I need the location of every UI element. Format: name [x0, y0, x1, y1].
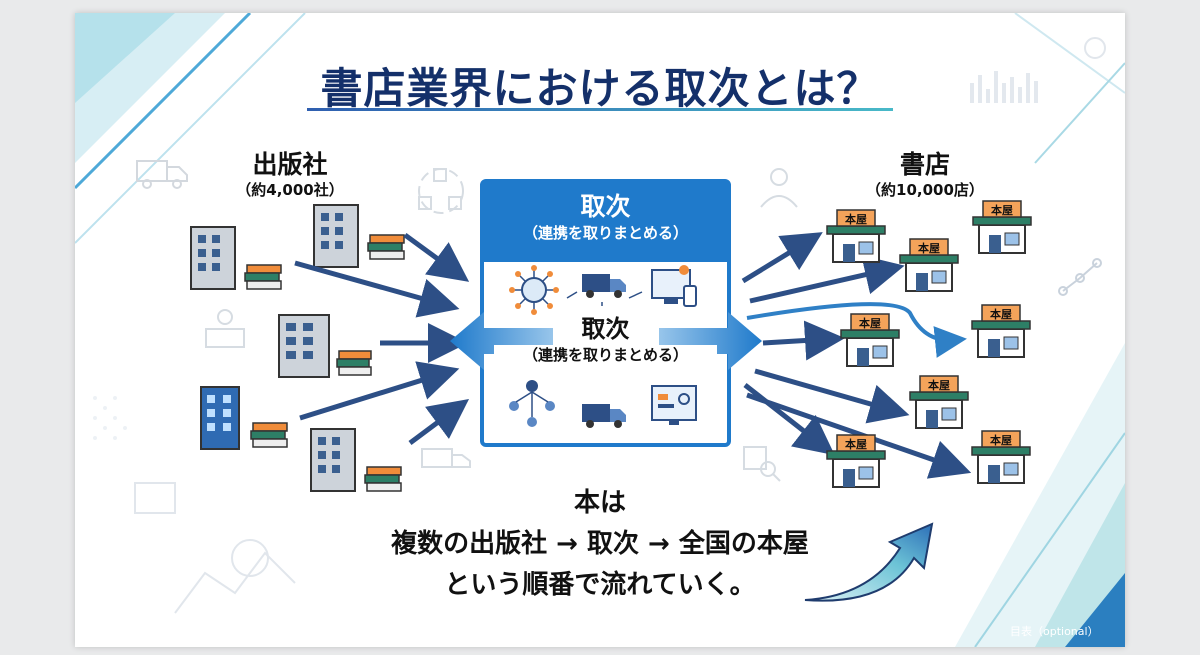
network-icon	[509, 265, 559, 315]
store-sign: 本屋	[845, 213, 867, 226]
handshake-person-icon	[760, 168, 798, 208]
arrow-out-3	[762, 320, 845, 361]
publisher-building-2	[313, 204, 405, 268]
publishers-heading: 出版社 （約4,000社）	[215, 150, 365, 200]
bookstores-heading: 書店 （約10,000店）	[845, 150, 1005, 200]
arrow-in-5	[408, 399, 470, 446]
computer-icon	[651, 265, 697, 307]
arrow-out-4	[754, 368, 910, 424]
arrow-in-1	[403, 232, 470, 282]
store-sign: 本屋	[990, 308, 1012, 321]
publisher-building-5	[310, 428, 402, 492]
store-sign: 本屋	[845, 438, 867, 451]
summary-text: 本は 複数の出版社 → 取次 → 全国の本屋 という順番で流れていく。	[320, 483, 880, 606]
arrow-out-curve	[746, 302, 967, 358]
boxes-cycle-icon	[418, 168, 464, 214]
truck-icon	[582, 274, 626, 298]
store-sign: 本屋	[859, 317, 881, 330]
publishers-label: 出版社	[252, 150, 328, 179]
book-stack-icon	[244, 264, 282, 290]
arrow-out-6	[746, 392, 972, 479]
trend-arrow-icon	[804, 522, 934, 602]
summary-line-2: 複数の出版社 → 取次 → 全国の本屋	[391, 529, 809, 559]
store-sign: 本屋	[918, 242, 940, 255]
distributor-band-sub: （連携を取りまとめる）	[494, 345, 717, 365]
distributor-icons	[509, 265, 697, 428]
publisher-building-3	[278, 314, 372, 378]
distributor-label: 取次	[580, 192, 631, 221]
slide: 書店業界における取次とは？ 出版社 （約4,000社） 書店 （約10,000店…	[75, 13, 1125, 647]
store-sign: 本屋	[990, 434, 1012, 447]
page-title: 書店業界における取次とは？	[320, 64, 880, 113]
distributor-sub: （連携を取りまとめる）	[522, 224, 688, 242]
worker-desk-icon	[205, 309, 245, 348]
background-decoration	[75, 13, 1125, 647]
dashboard-icon	[651, 385, 697, 425]
distributor-header: 取次 （連携を取りまとめる）	[484, 183, 727, 262]
bookstores-label: 書店	[899, 150, 950, 179]
title-underline	[307, 108, 893, 111]
truck-icon	[421, 448, 471, 468]
store-sign: 本屋	[991, 204, 1013, 217]
network-node-icon	[1058, 258, 1102, 296]
flow-arrows	[294, 232, 972, 479]
distributor-band-label: 取次	[581, 315, 630, 343]
publisher-building-1	[190, 226, 282, 290]
truck-icon	[582, 404, 626, 428]
summary-line-1: 本は	[573, 488, 626, 518]
truck-icon	[136, 160, 188, 189]
publisher-building-4	[200, 386, 288, 450]
arrow-out-1	[741, 232, 823, 284]
publishers-count: （約4,000社）	[236, 181, 344, 199]
arrow-in-2	[294, 260, 460, 318]
summary-line-3: という順番で流れていく。	[444, 570, 756, 600]
bookstores-count: （約10,000店）	[866, 181, 984, 199]
distributor-band-title: 取次 （連携を取りまとめる）	[484, 315, 727, 365]
people-flow-icon	[509, 380, 555, 427]
arrow-out-5	[743, 383, 835, 456]
arrow-in-4	[299, 361, 460, 421]
box-search-icon	[743, 446, 781, 482]
arrow-out-2	[749, 255, 905, 304]
store-sign: 本屋	[928, 379, 950, 392]
footer-label: 目表（optional）	[1010, 625, 1099, 638]
